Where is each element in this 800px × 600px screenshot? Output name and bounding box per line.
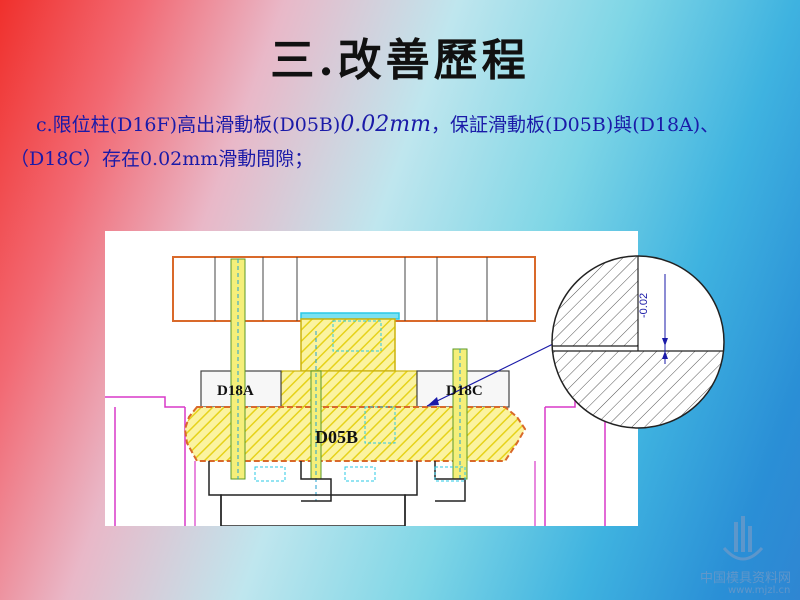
detail-zoom-circle — [551, 255, 725, 429]
d05b-plate — [183, 406, 527, 462]
detail-leader-line — [426, 342, 556, 407]
label-d18a: D18A — [217, 383, 254, 399]
slide-title: 三.改善歷程 — [270, 35, 530, 86]
mold-drawing: D18A D18C D05B — [105, 231, 638, 526]
detail-dimension: -0.02 — [638, 292, 650, 318]
left-frame — [105, 396, 185, 408]
label-d18c: D18C — [446, 383, 483, 399]
watermark-url: www.mjzl.cn — [728, 585, 791, 596]
paragraph-part2: ，保証滑動板(D05B)與(D18A)、（D18C）存在0.02mm滑動間隙； — [10, 114, 720, 170]
paragraph-part1: c.限位柱(D16F)高出滑動板(D05B) — [36, 114, 341, 136]
top-plate — [172, 256, 536, 322]
left-pin — [230, 258, 246, 480]
watermark-logo-icon — [722, 516, 764, 561]
watermark-text: 中国模具资料网 — [700, 571, 792, 586]
middle-band — [280, 370, 418, 408]
right-pin — [452, 348, 468, 480]
mold-drawing-svg — [105, 256, 638, 526]
detail-leader-arrow — [427, 397, 439, 406]
label-d05b: D05B — [315, 427, 359, 447]
cyan-cap — [300, 312, 400, 320]
slide-paragraph: c.限位柱(D16F)高出滑動板(D05B)0.02mm，保証滑動板(D05B)… — [10, 108, 790, 176]
paragraph-emphasis: 0.02mm — [340, 112, 432, 137]
